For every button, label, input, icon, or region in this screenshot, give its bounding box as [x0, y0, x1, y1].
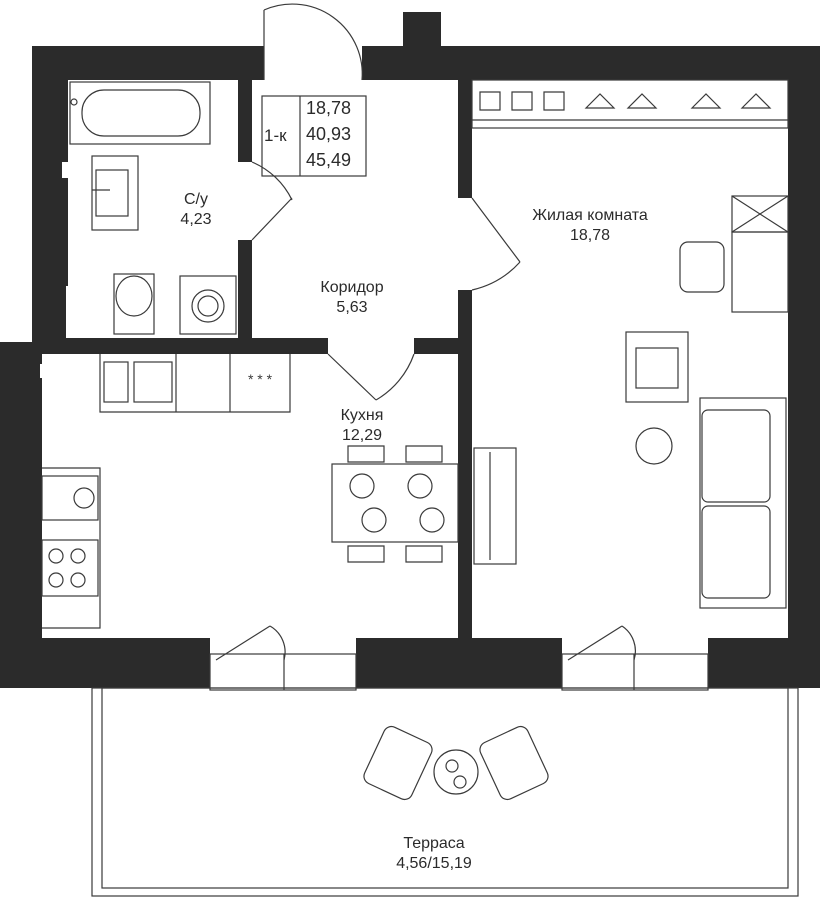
wall-left-lower — [0, 342, 42, 688]
office-chair — [679, 241, 725, 293]
room-name: С/у — [183, 191, 208, 208]
cooktop — [41, 539, 99, 597]
wall-bath-corridor-2 — [238, 240, 252, 340]
room-area: 12,29 — [341, 427, 383, 444]
room-area: 18,78 — [569, 227, 611, 244]
kitchen-sink — [103, 361, 129, 403]
apartment-type: 1-к — [264, 126, 287, 145]
room-label-kitchen: Кухня 12,29 — [341, 406, 384, 446]
armchair — [625, 331, 689, 403]
wall-right — [788, 46, 820, 688]
room-name: Терраса — [403, 835, 465, 852]
svg-text:* * *: * * * — [248, 371, 273, 387]
windows — [209, 625, 709, 691]
wall-bath-corridor — [238, 80, 252, 162]
apartment-summary: 1-к 18,78 40,93 45,49 — [258, 94, 368, 178]
window-kitchen — [209, 653, 357, 691]
wall-bottom-2 — [356, 638, 562, 688]
room-label-living: Жилая комната 18,78 — [532, 206, 648, 246]
room-area: 4,56/15,19 — [396, 855, 472, 872]
wall-stub-top — [403, 12, 441, 48]
bathroom-door — [251, 161, 293, 241]
doors — [251, 3, 521, 401]
room-name: Коридор — [320, 279, 384, 296]
terrace — [91, 687, 799, 897]
kitchen-door — [327, 353, 415, 401]
terrace-chair-right — [479, 725, 549, 801]
wall-kitchen-top — [42, 338, 328, 354]
room-name: Жилая комната — [532, 207, 648, 224]
terrace-chair-left — [363, 725, 433, 801]
entrance-door — [263, 3, 363, 81]
walls — [0, 12, 820, 688]
wall-bottom-1 — [0, 638, 210, 688]
room-area: 5,63 — [336, 299, 368, 316]
living-fixtures — [471, 79, 789, 609]
kitchen-fixtures: * * * — [41, 354, 459, 629]
desk — [731, 231, 789, 313]
wall-center-upper — [458, 80, 472, 198]
summary-frame — [261, 95, 367, 177]
tv-stand — [473, 447, 517, 565]
room-label-bathroom: С/у 4,23 — [180, 190, 211, 230]
kitchen-counter — [99, 354, 291, 413]
wall-kitchen-top-2 — [414, 338, 460, 354]
living-area-value: 18,78 — [306, 98, 352, 118]
total-area-value: 40,93 — [306, 124, 352, 144]
room-label-terrace: Терраса 4,56/15,19 — [396, 834, 472, 874]
window-living — [561, 653, 709, 691]
sink — [91, 155, 139, 231]
dishwasher — [41, 475, 99, 521]
total-with-terrace-value: 45,49 — [306, 150, 352, 170]
dining-table — [331, 463, 459, 543]
toilet — [113, 273, 155, 335]
room-name: Кухня — [340, 407, 384, 424]
wall-top-right — [362, 46, 820, 80]
wall-left-upper — [32, 46, 68, 346]
wardrobe — [471, 79, 789, 129]
bathtub — [69, 81, 211, 145]
washing-machine — [179, 275, 237, 335]
room-label-corridor: Коридор 5,63 — [320, 278, 383, 318]
wall-top-left — [32, 46, 264, 80]
wall-center-lower — [458, 290, 472, 638]
bathroom-fixtures — [69, 81, 237, 335]
sofa — [699, 397, 787, 609]
terrace-table — [433, 749, 479, 795]
coffee-table — [635, 427, 673, 465]
living-door — [471, 197, 521, 291]
wall-bottom-3 — [708, 638, 820, 688]
room-area: 4,23 — [180, 211, 212, 228]
